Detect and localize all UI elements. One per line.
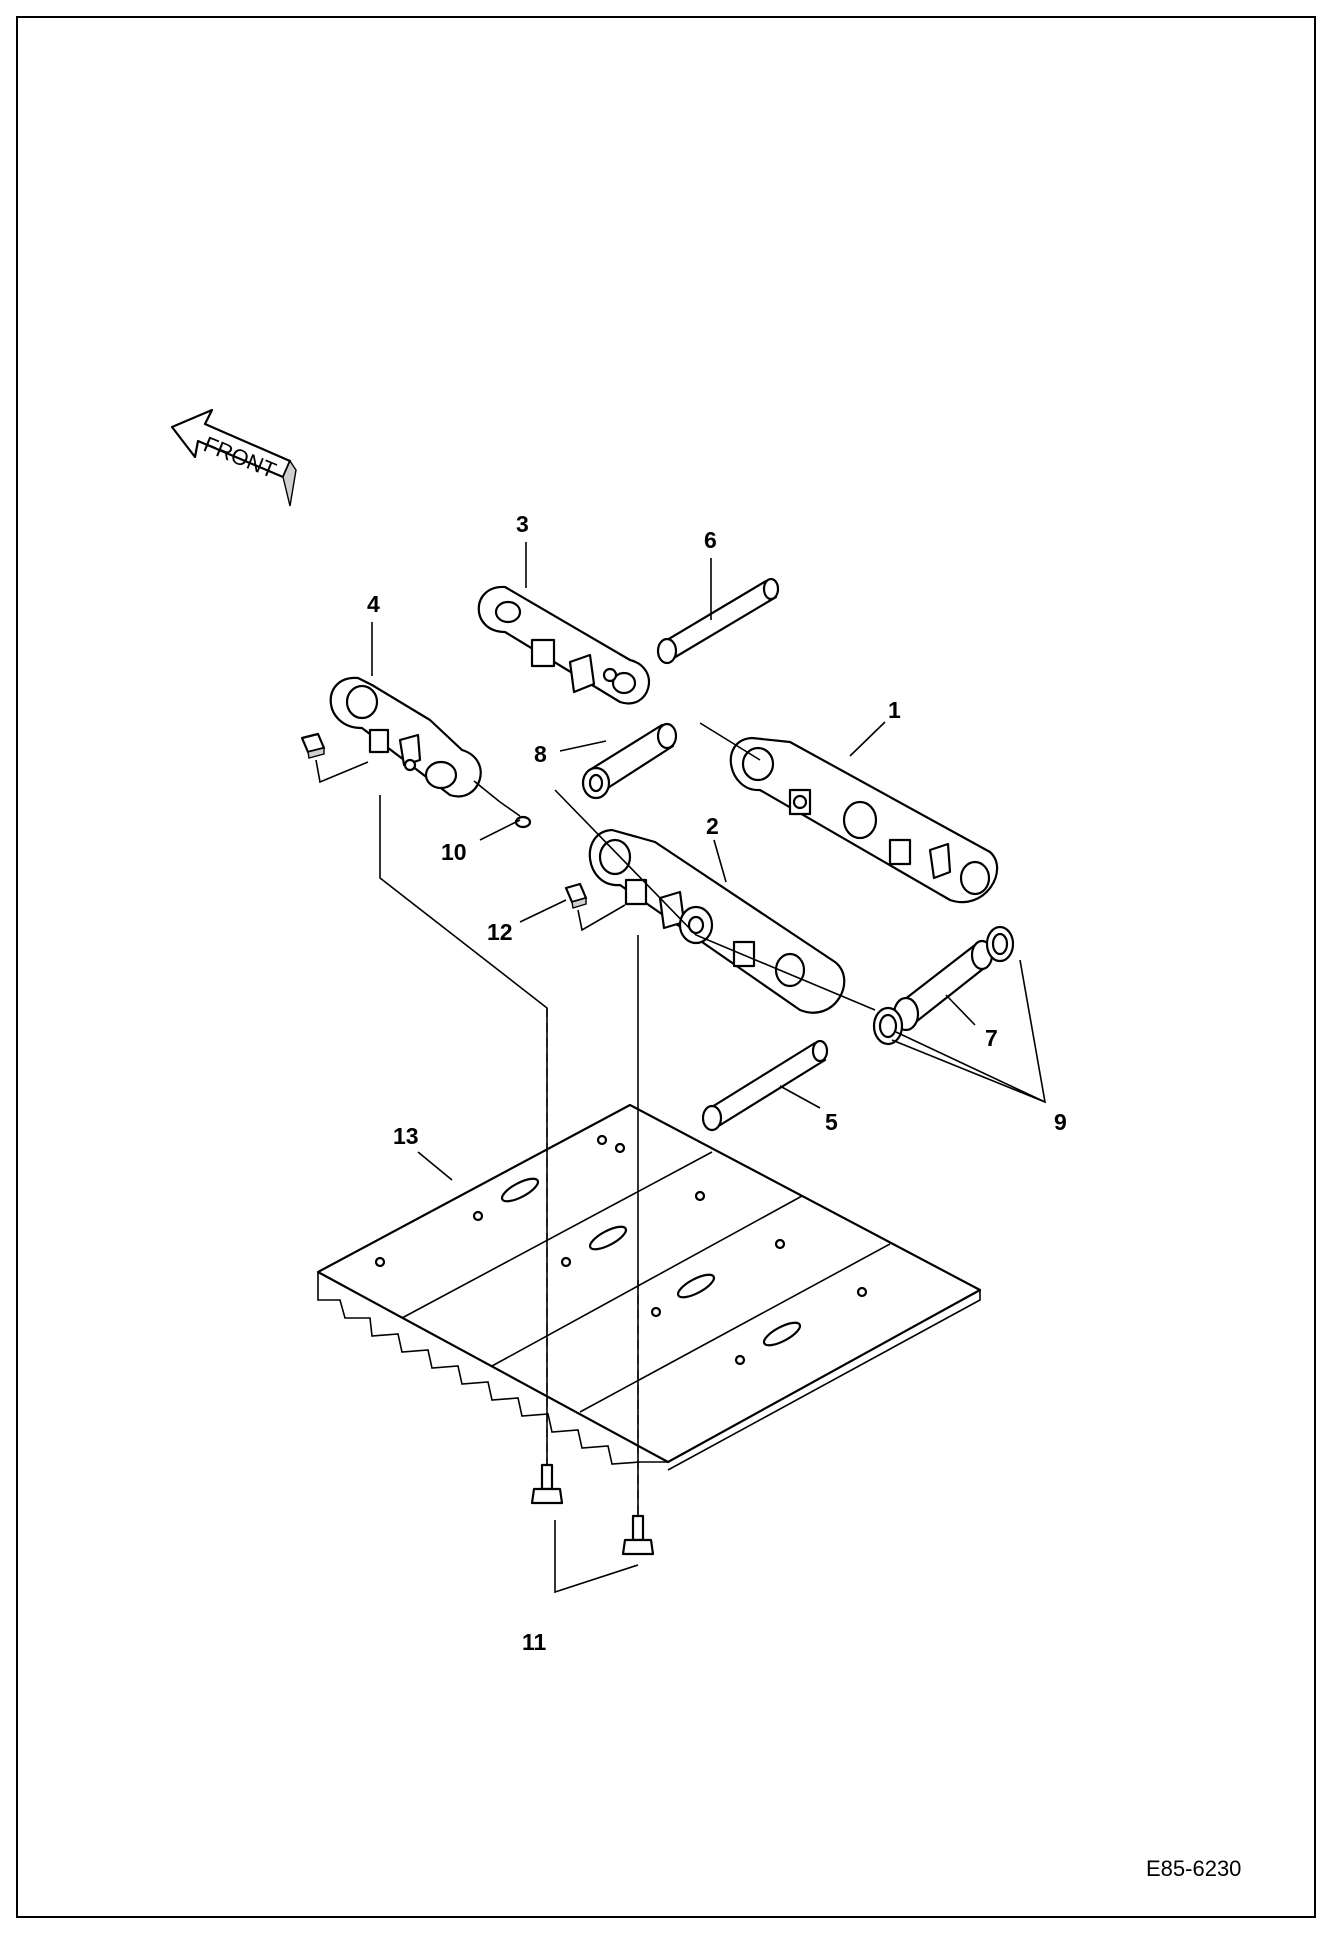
link-plate-4 [329,676,482,798]
bushing-7-with-seals-9 [872,925,1015,1046]
track-shoe-13 [316,1103,982,1471]
cotter-pin-10 [473,780,532,829]
callout-13: 13 [393,1123,419,1149]
bushing-8 [581,722,678,800]
callout-7: 7 [985,1025,998,1051]
pin-5 [701,1039,829,1132]
leader-lines [371,542,1047,1181]
pin-6 [656,577,780,665]
callout-2: 2 [706,813,719,839]
callout-1: 1 [888,697,901,723]
callout-12: 12 [487,919,513,945]
link-plate-3 [477,585,650,705]
callout-5: 5 [825,1109,838,1135]
front-direction-arrow: FRONT [170,408,297,507]
link-assembly-1 [729,736,999,904]
callout-9: 9 [1054,1109,1067,1135]
callout-8: 8 [534,741,547,767]
callouts: 3 6 4 1 8 2 10 12 7 5 9 13 11 [367,511,1067,1655]
callout-6: 6 [704,527,717,553]
nut-12-left [300,732,369,784]
callout-3: 3 [516,511,529,537]
alignment-lines [379,722,876,1594]
callout-11: 11 [522,1629,547,1655]
figure-code: E85-6230 [1146,1856,1241,1881]
link-assembly-2 [588,828,846,1014]
nut-12-middle [564,882,626,932]
callout-10: 10 [441,839,467,865]
bolt-11-right [621,1514,655,1556]
diagram-frame [16,16,1316,1918]
bolt-11-left [530,1463,564,1505]
callout-4: 4 [367,591,380,617]
